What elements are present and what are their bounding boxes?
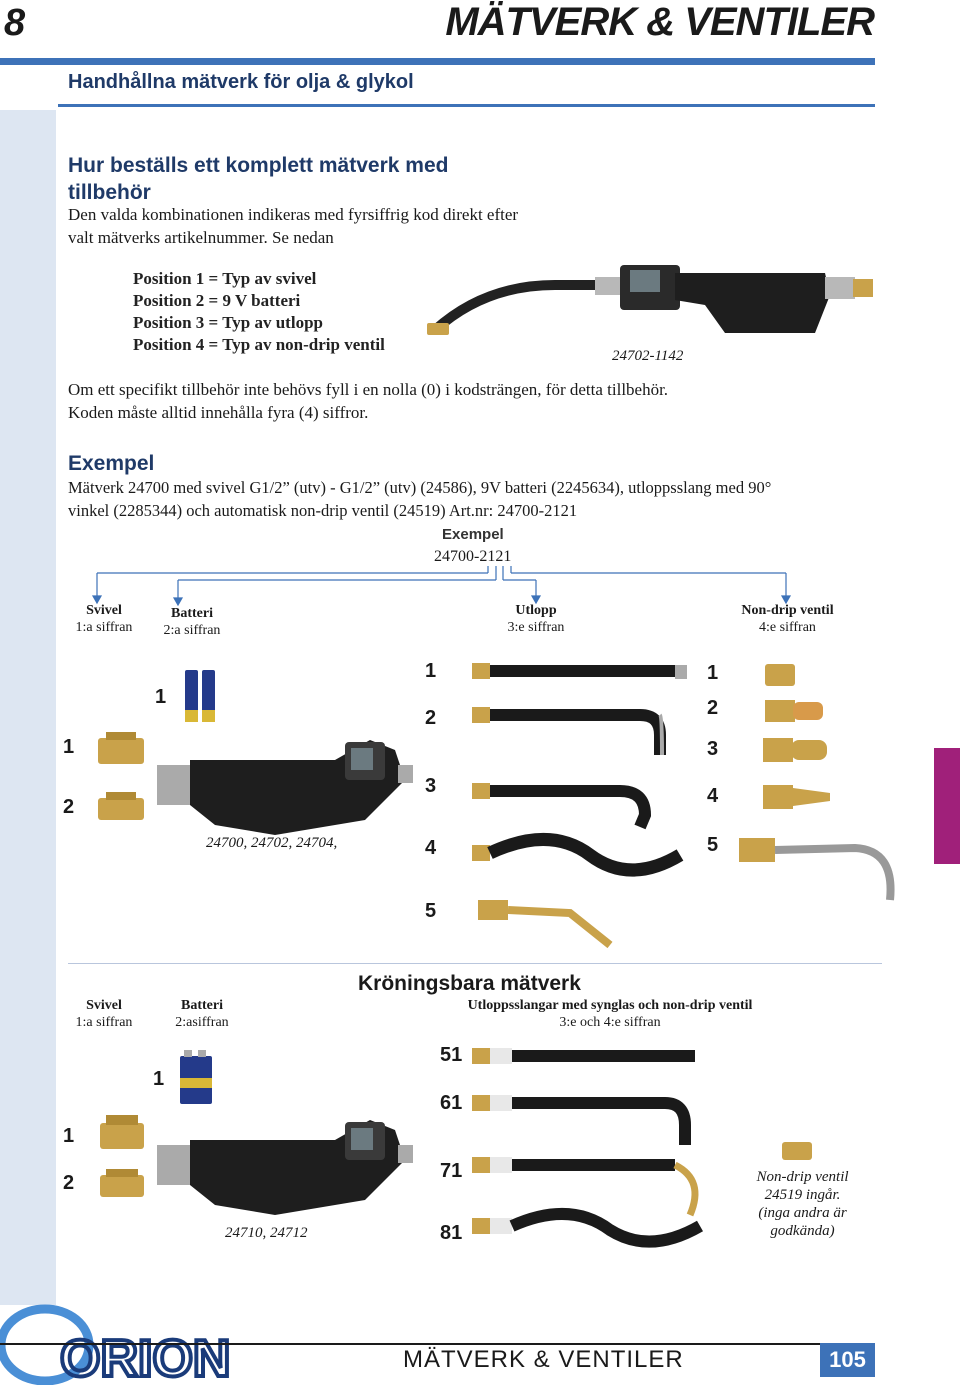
valve-note: Non-drip ventil 24519 ingår. (inga andra…: [745, 1168, 860, 1240]
column-label-batteri: Batteri 2:asiffran: [162, 997, 242, 1031]
column-label-non-drip: Non-drip ventil 4:e siffran: [730, 602, 845, 636]
meter-gun-image: [427, 265, 873, 335]
valve-number: 5: [707, 834, 719, 856]
swivel-number: 2: [63, 1172, 75, 1194]
column-label-svivel: Svivel 1:a siffran: [64, 997, 144, 1031]
column-sub: 1:a siffran: [75, 1015, 133, 1030]
code-bracket-lines: [91, 566, 792, 607]
valve-number: 3: [707, 738, 719, 760]
intro-text-line1: Den valda kombinationen indikeras med fy…: [68, 205, 519, 224]
intro-heading-line2: tillbehör: [68, 181, 151, 204]
example-code: 24700-2121: [434, 548, 512, 565]
column-sub: 3:e och 4:e siffran: [559, 1015, 661, 1030]
hose-number: 81: [440, 1222, 463, 1244]
valve-number: 4: [707, 785, 719, 807]
intro-note-line1: Om ett specifikt tillbehör inte behövs f…: [68, 380, 669, 399]
models-caption: 24710, 24712: [225, 1225, 308, 1241]
valve-note-line: godkända): [770, 1223, 835, 1239]
page-number: 105: [820, 1343, 875, 1377]
valve-note-line: Non-drip ventil: [756, 1169, 849, 1185]
models-caption: 24700, 24702, 24704,: [206, 835, 338, 851]
column-title: Utloppsslangar med synglas och non-drip …: [467, 998, 753, 1013]
position-list: Position 1 = Typ av svivel Position 2 = …: [133, 268, 385, 356]
non-drip-valve-image: [782, 1142, 812, 1160]
column-sub: 1:a siffran: [75, 620, 133, 635]
section-title: MÄTVERK & VENTILER: [445, 0, 875, 44]
column-label-utloppsslangar: Utloppsslangar med synglas och non-drip …: [455, 997, 765, 1031]
hose-number: 51: [440, 1044, 463, 1066]
section-separator: [68, 963, 882, 964]
battery-aa-image: [185, 670, 215, 722]
intro-heading-line1: Hur beställs ett komplett mätverk med: [68, 154, 449, 177]
column-label-batteri: Batteri 2:a siffran: [152, 605, 232, 639]
subtitle-rule: [58, 104, 875, 107]
outlet-number: 3: [425, 775, 437, 797]
left-side-band: [0, 110, 56, 1305]
column-title: Svivel: [86, 603, 122, 618]
column-title: Batteri: [171, 606, 213, 621]
page-chapter-number: 8: [4, 2, 26, 44]
column-label-svivel: Svivel 1:a siffran: [64, 602, 144, 636]
swivel-number: 1: [63, 736, 75, 758]
hose-number: 61: [440, 1092, 463, 1114]
sight-glass-hoses-image: [472, 1048, 704, 1248]
swivel-number: 2: [63, 796, 75, 818]
column-sub: 2:asiffran: [175, 1015, 229, 1030]
battery-number: 1: [155, 686, 167, 708]
column-sub: 4:e siffran: [759, 620, 816, 635]
column-sub: 3:e siffran: [507, 620, 565, 635]
example-code-label: Exempel: [442, 526, 504, 543]
intro-text-line2: valt mätverks artikelnummer. Se nedan: [68, 228, 334, 247]
column-label-utlopp: Utlopp 3:e siffran: [486, 602, 586, 636]
intro-note: Om ett specifikt tillbehör inte behövs f…: [68, 378, 668, 424]
outlet-number: 4: [425, 837, 437, 859]
example-text: Mätverk 24700 med svivel G1/2” (utv) - G…: [68, 476, 771, 522]
orion-logo-text: ORION: [60, 1330, 230, 1385]
footer-rule: [0, 1343, 875, 1345]
meter-body-image: [157, 1120, 413, 1215]
chapter-tab-marker: [934, 748, 960, 864]
intro-heading: Hur beställs ett komplett mätverk med ti…: [68, 152, 448, 206]
outlet-number: 2: [425, 707, 437, 729]
outlet-number: 5: [425, 900, 437, 922]
valve-note-line: 24519 ingår.: [764, 1187, 841, 1203]
valve-note-line: (inga andra är: [758, 1205, 847, 1221]
footer-title: MÄTVERK & VENTILER: [403, 1346, 684, 1373]
valve-number: 2: [707, 697, 719, 719]
swivel-fittings-image: [100, 1115, 144, 1197]
valve-number: 1: [707, 662, 719, 684]
example-text-line2: vinkel (2285344) och automatisk non-drip…: [68, 501, 578, 520]
column-title: Non-drip ventil: [741, 603, 834, 618]
example-heading: Exempel: [68, 452, 155, 475]
meter-body-image: [157, 740, 413, 835]
column-sub: 2:a siffran: [163, 623, 221, 638]
swivel-fittings-image: [98, 732, 144, 820]
column-title: Batteri: [181, 998, 223, 1013]
section-subtitle: Handhållna mätverk för olja & glykol: [68, 71, 414, 93]
example-text-line1: Mätverk 24700 med svivel G1/2” (utv) - G…: [68, 478, 772, 497]
outlet-hoses-image: [472, 663, 687, 949]
orion-logo: ORION: [0, 1304, 232, 1385]
column-title: Svivel: [86, 998, 122, 1013]
meter-code-caption: 24702-1142: [612, 348, 684, 364]
hose-number: 71: [440, 1160, 463, 1182]
battery-number: 1: [153, 1068, 165, 1090]
header-rule: [0, 58, 875, 65]
intro-note-line2: Koden måste alltid innehålla fyra (4) si…: [68, 403, 369, 422]
outlet-number: 1: [425, 660, 437, 682]
section2-heading: Kröningsbara mätverk: [358, 972, 581, 995]
position-item: Position 4 = Typ av non-drip ventil: [133, 335, 385, 354]
position-item: Position 3 = Typ av utlopp: [133, 313, 323, 332]
battery-9v-image: [180, 1050, 212, 1104]
intro-text: Den valda kombinationen indikeras med fy…: [68, 203, 518, 249]
position-item: Position 1 = Typ av svivel: [133, 269, 317, 288]
column-title: Utlopp: [515, 603, 557, 618]
swivel-number: 1: [63, 1125, 75, 1147]
non-drip-valves-image: [739, 664, 895, 901]
position-item: Position 2 = 9 V batteri: [133, 291, 301, 310]
